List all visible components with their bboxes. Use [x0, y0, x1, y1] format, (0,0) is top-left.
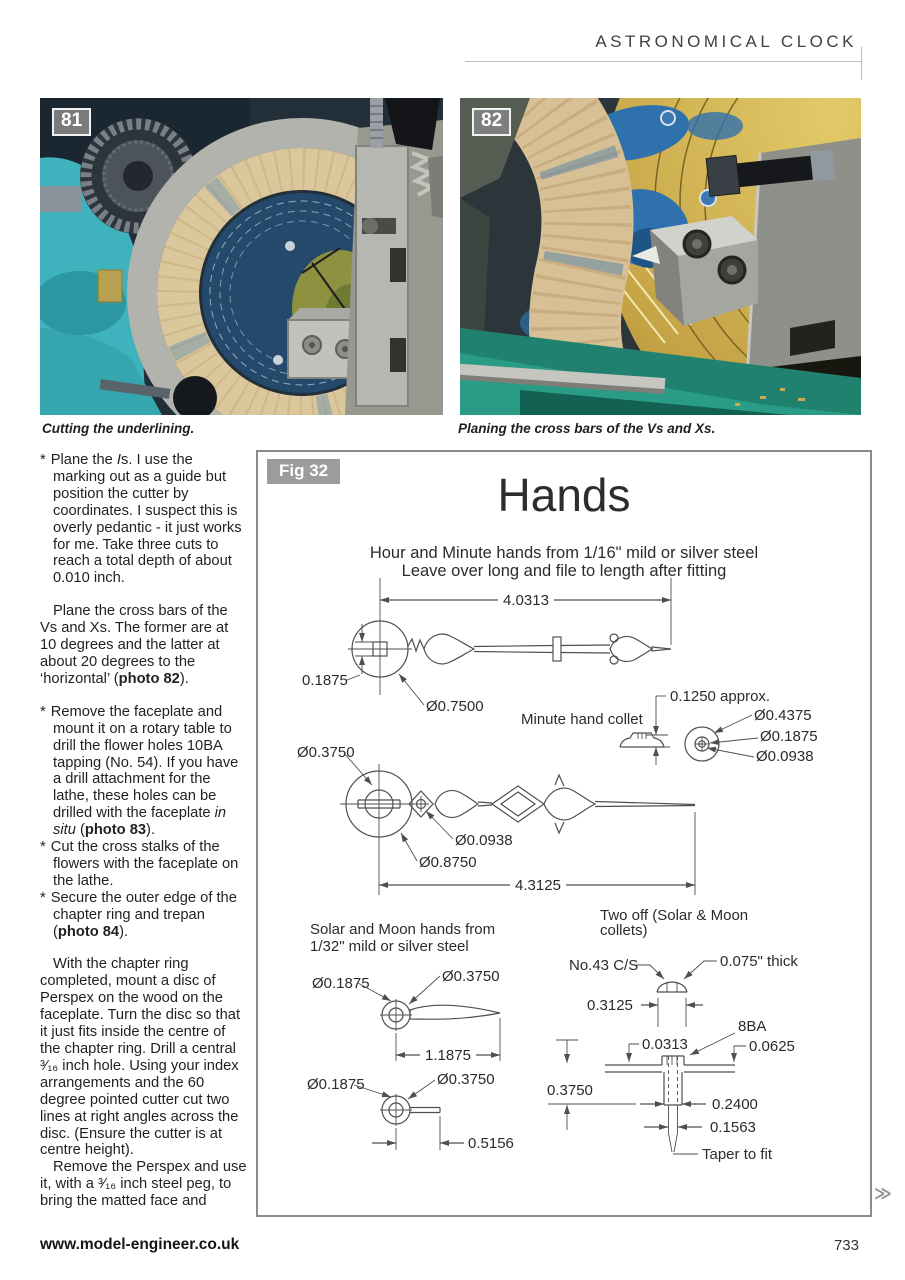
paragraph-plane-is: *Plane the Is. I use the marking out as …	[40, 452, 248, 587]
cutter-block	[632, 216, 758, 326]
photo-81: 81	[40, 98, 443, 415]
figure-label: Fig 32	[267, 459, 341, 484]
dim-label: Ø0.1875	[307, 1076, 365, 1093]
dim-label: 0.3750	[547, 1082, 593, 1099]
photo-reference: photo 83	[84, 822, 147, 839]
figure-32-box: 4.0313 0.1875 Ø0.7500 Minute hand col	[256, 450, 872, 1217]
figure-subtitle-line1: Hour and Minute hands from 1/16" mild or…	[369, 544, 759, 562]
header-rule-tick	[861, 47, 862, 80]
text-run: ).	[119, 923, 129, 940]
footer-page-number: 733	[833, 1237, 859, 1254]
text-run: s. I use the marking out as a guide but …	[53, 452, 242, 587]
figure-subtitle-line2: Leave over long and file to length after…	[401, 562, 727, 580]
paragraph-remove-faceplate: *Remove the faceplate and mount it on a …	[40, 704, 248, 839]
section-label: collets)	[600, 922, 648, 939]
paragraph-cut-stalks: *Cut the cross stalks of the flowers wit…	[40, 839, 248, 890]
clamp-bolt	[705, 149, 836, 197]
dim-label: 0.1875	[302, 672, 348, 689]
dim-label: No.43 C/S	[569, 957, 638, 974]
photo-81-illustration	[40, 98, 443, 415]
solar-moon-hands-drawing: Solar and Moon hands from 1/32" mild or …	[307, 921, 514, 1152]
section-label: Solar and Moon hands from	[310, 921, 495, 938]
paragraph-secure-edge: *Secure the outer edge of the chapter ri…	[40, 890, 248, 941]
photo-82-caption: Planing the cross bars of the Vs and Xs.	[458, 421, 716, 436]
dim-label: Ø0.7500	[426, 698, 484, 715]
paragraph-cross-bars: Plane the cross bars of the Vs and Xs. T…	[40, 603, 248, 688]
dim-label: Ø0.0938	[455, 832, 513, 849]
photo-82-illustration	[460, 98, 861, 415]
paragraph-remove-perspex: Remove the Perspex and use it, with a ³⁄…	[40, 1159, 247, 1210]
section-label: Two off (Solar & Moon	[600, 907, 748, 924]
section-label: 1/32" mild or silver steel	[310, 938, 469, 955]
text-run: Plane the cross bars of the Vs and Xs. T…	[40, 603, 229, 687]
figure-drawings: 4.0313 0.1875 Ø0.7500 Minute hand col	[297, 578, 818, 1163]
dim-label: 0.0313	[642, 1036, 688, 1053]
dim-label: 0.3125	[587, 997, 633, 1014]
minute-hand-drawing: 4.0313 0.1875 Ø0.7500	[302, 578, 672, 715]
body-text-column: *Plane the Is. I use the marking out as …	[40, 452, 248, 1210]
dim-label: 4.3125	[515, 877, 561, 894]
bullet-marker: *	[40, 703, 46, 720]
text-run: Cut the cross stalks of the flowers with…	[50, 839, 239, 889]
dim-label: 0.5156	[468, 1135, 514, 1152]
dim-label: Ø0.1875	[312, 975, 370, 992]
figure-title: Hands	[497, 469, 631, 521]
header-rule	[465, 61, 861, 62]
text-run: Secure the outer edge of the chapter rin…	[50, 889, 237, 940]
photo-number-badge: 82	[472, 108, 512, 136]
dim-label: Ø0.3750	[437, 1071, 495, 1088]
text-run-italic: I	[116, 452, 121, 468]
dim-label: Ø0.4375	[754, 707, 812, 724]
dim-label: Ø0.1875	[760, 728, 818, 745]
bullet-marker: *	[40, 452, 46, 468]
photo-reference: photo 84	[57, 923, 120, 940]
solar-moon-collets-drawing: Two off (Solar & Moon collets) No.43 C/S…	[547, 907, 798, 1163]
hour-hand-drawing: Ø0.3750 Ø0.0938 Ø0.8750	[297, 744, 696, 895]
photo-82: 82	[460, 98, 861, 415]
dim-label: 0.1250 approx.	[670, 688, 770, 705]
dim-label: 4.0313	[503, 592, 549, 609]
text-run: Plane the	[50, 452, 117, 468]
dim-label: Ø0.3750	[442, 968, 500, 985]
vertical-slide	[345, 98, 443, 415]
dim-label: Ø0.0938	[756, 748, 814, 765]
paragraph-chapter-ring: With the chapter ring completed, mount a…	[40, 956, 241, 1159]
dim-label: 0.075" thick	[720, 953, 798, 970]
dim-label: 8BA	[738, 1018, 766, 1035]
bullet-marker: *	[40, 889, 46, 906]
text-run-italic: in situ	[53, 805, 227, 839]
photo-number-badge: 81	[52, 108, 92, 136]
dim-label: 0.0625	[749, 1038, 795, 1055]
dim-label: 1.1875	[425, 1047, 471, 1064]
page-header-title: ASTRONOMICAL CLOCK	[595, 32, 857, 51]
bullet-marker: *	[40, 839, 46, 856]
text-run: (	[75, 822, 85, 839]
text-run: ).	[146, 822, 156, 839]
dim-label: 0.2400	[712, 1096, 758, 1113]
collet-label: Minute hand collet	[521, 711, 644, 728]
text-run: ).	[179, 670, 189, 687]
footer-website: www.model-engineer.co.uk	[40, 1236, 240, 1253]
dim-label: Ø0.3750	[297, 744, 355, 761]
photo-81-caption: Cutting the underlining.	[42, 421, 195, 436]
photo-reference: photo 82	[118, 670, 180, 687]
continued-arrow-icon: ≫	[874, 1184, 892, 1203]
dim-label: Taper to fit	[702, 1146, 773, 1163]
text-run: Remove the faceplate and mount it on a r…	[50, 703, 239, 822]
dim-label: Ø0.8750	[419, 854, 477, 871]
dim-label: 0.1563	[710, 1119, 756, 1136]
minute-collet-drawing: Minute hand collet 0.1250 approx. Ø0.437…	[521, 688, 818, 765]
